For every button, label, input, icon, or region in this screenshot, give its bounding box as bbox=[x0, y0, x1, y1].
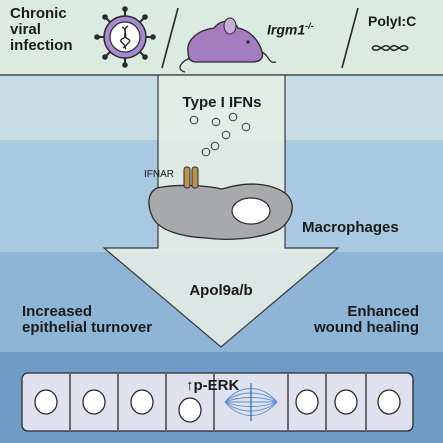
up-arrow-icon: ↑ bbox=[186, 377, 194, 394]
p-erk-label: ↑p-ERK bbox=[186, 377, 240, 394]
macrophages-label: Macrophages bbox=[302, 219, 399, 236]
increased-turnover-label: Increased epithelial turnover bbox=[22, 303, 153, 336]
macrophage-cell bbox=[148, 183, 293, 240]
virus-icon bbox=[94, 6, 156, 68]
enhanced-healing-label: Enhanced wound healing bbox=[314, 303, 419, 336]
trigger-polyic: PolyI:C bbox=[368, 13, 417, 29]
ifnar-receptor bbox=[183, 166, 199, 189]
apol9-label: Apol9a/b bbox=[189, 282, 253, 299]
mouse-icon bbox=[179, 17, 277, 73]
macrophage-nucleus bbox=[231, 197, 271, 225]
mitotic-spindle bbox=[224, 383, 278, 421]
trigger-viral-infection: Chronic viral infection bbox=[10, 5, 73, 54]
separator bbox=[341, 7, 359, 69]
ifnar-label: IFNAR bbox=[144, 169, 174, 180]
ifn-molecules bbox=[189, 112, 251, 157]
separator bbox=[161, 7, 179, 69]
trigger-irgm1-knockout: Irgm1-/- bbox=[267, 21, 314, 38]
epithelium bbox=[21, 372, 414, 432]
type-i-ifns-label: Type I IFNs bbox=[182, 94, 262, 111]
dsrna-icon bbox=[371, 45, 409, 51]
